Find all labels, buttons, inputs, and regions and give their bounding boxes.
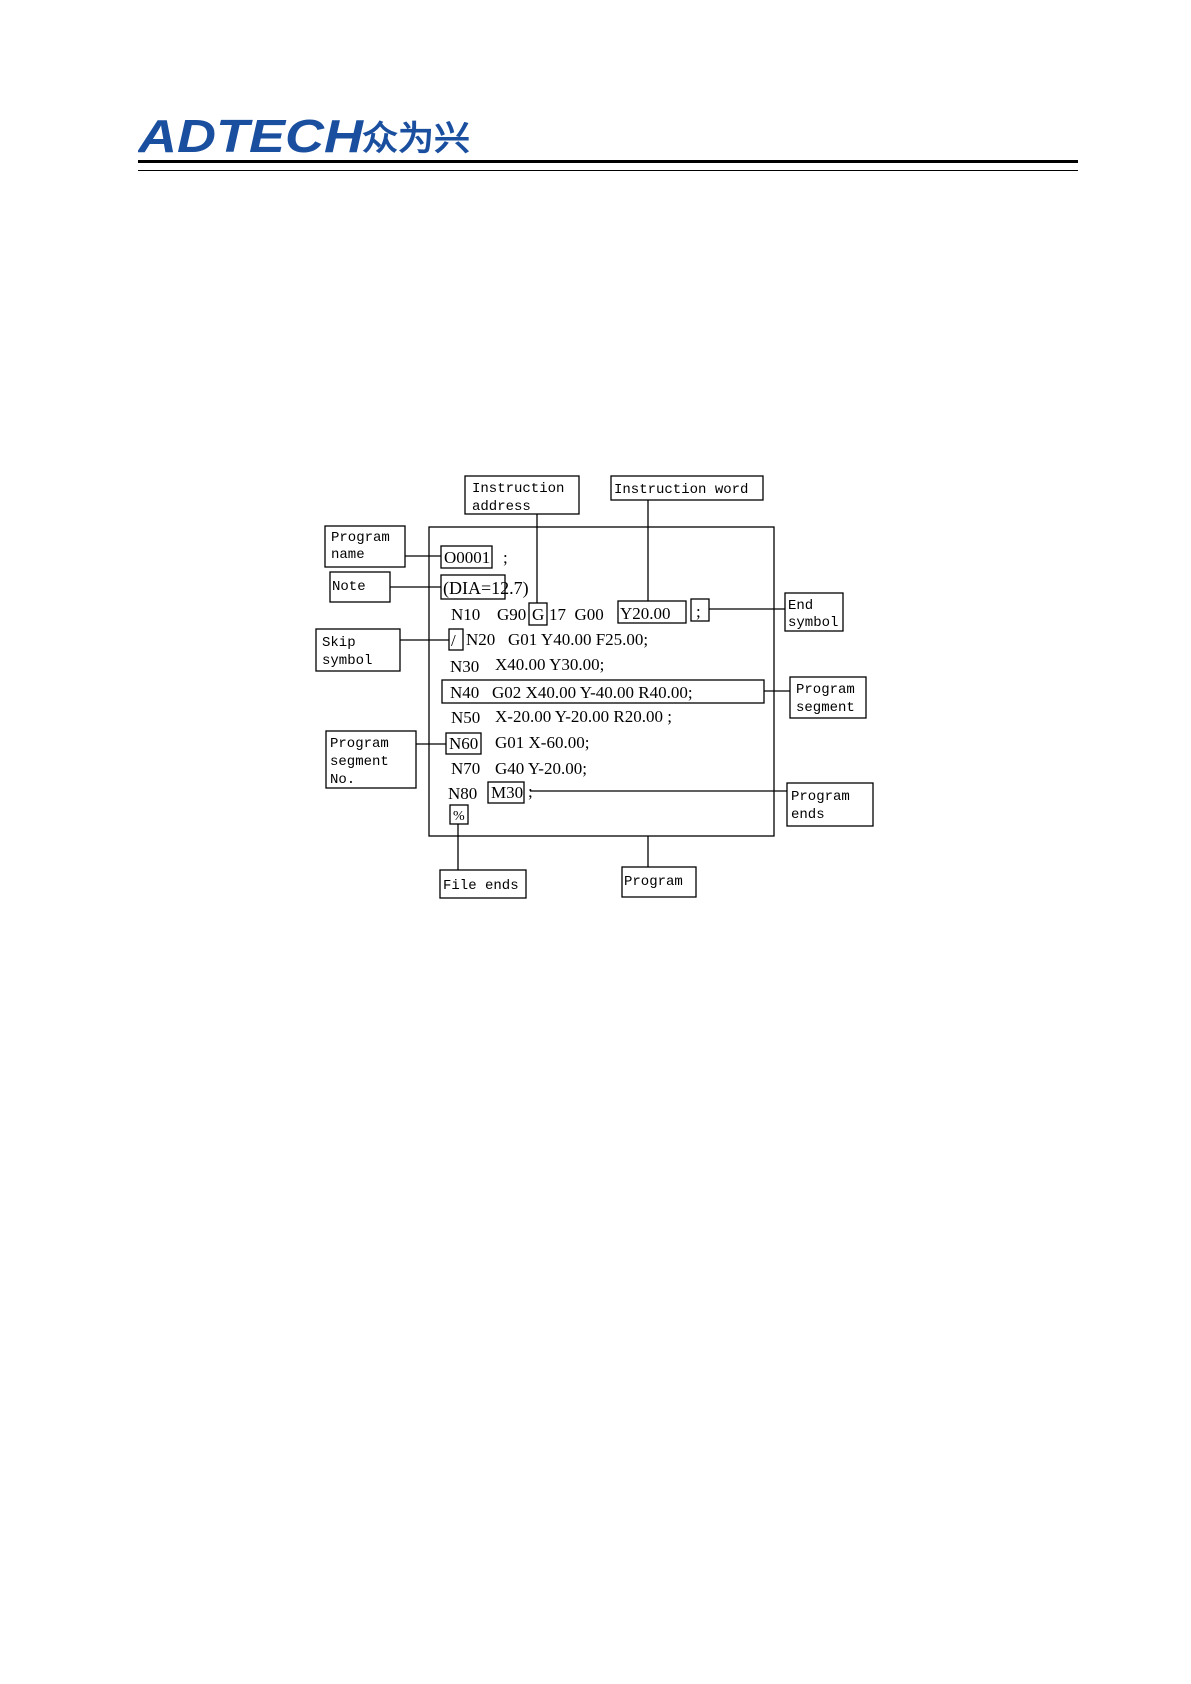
label-program-ends-2: ends: [791, 807, 825, 823]
logo-cjk-text: 众为兴: [362, 119, 470, 158]
code-line3-end: ;: [696, 602, 701, 621]
label-instruction-address-2: address: [472, 499, 531, 515]
code-line4: N20 G01 Y40.00 F25.00;: [466, 630, 648, 649]
m30-highlight: [487, 781, 525, 804]
code-program-name: O0001: [444, 548, 490, 567]
code-n70: N70: [451, 759, 480, 778]
program-segment-box: [789, 676, 867, 719]
label-end-symbol-1: End: [788, 598, 813, 614]
header-rule-thin: [138, 170, 1078, 171]
program-ends-box: [786, 782, 874, 827]
label-note: Note: [332, 579, 366, 595]
code-n60: N60: [449, 734, 478, 753]
file-ends-box: [439, 869, 527, 899]
label-program-ends-1: Program: [791, 789, 850, 805]
code-line8: G01 X-60.00;: [495, 733, 589, 752]
code-g90: G90: [497, 605, 526, 624]
code-line9: G40 Y-20.00;: [495, 759, 587, 778]
code-program-segment: N40 G02 X40.00 Y-40.00 R40.00;: [450, 683, 693, 702]
header-rule-thick: [138, 160, 1078, 163]
code-line7: X-20.00 Y-20.00 R20.00 ;: [495, 707, 672, 726]
code-n50: N50: [451, 708, 480, 727]
code-n30: N30: [450, 657, 479, 676]
label-program-segment-2: segment: [796, 700, 855, 716]
instruction-word-box: [610, 475, 764, 501]
instruction-word-highlight: [617, 600, 687, 624]
page-header: ADTECH 众为兴: [0, 0, 1191, 180]
code-m30: M30: [491, 783, 523, 802]
code-note: (DIA=12.7): [443, 578, 529, 599]
skip-symbol-box: [315, 628, 401, 672]
label-skip-symbol-2: symbol: [322, 653, 372, 669]
logo-text: ADTECH: [138, 112, 364, 158]
label-instruction-word: Instruction word: [614, 482, 748, 498]
code-file-end: %: [453, 809, 465, 824]
label-instruction-address-1: Instruction: [472, 481, 564, 497]
program-name-highlight: [440, 545, 493, 569]
program-frame: [428, 526, 775, 837]
label-program: Program: [624, 874, 683, 890]
label-segment-no-2: segment: [330, 754, 389, 770]
code-n80: N80: [448, 784, 477, 803]
file-end-highlight: [449, 804, 469, 825]
label-skip-symbol-1: Skip: [322, 635, 356, 651]
adtech-logo: ADTECH 众为兴: [138, 112, 470, 158]
label-program-segment-1: Program: [796, 682, 855, 698]
label-end-symbol-2: symbol: [788, 615, 838, 631]
code-y20: Y20.00: [620, 604, 671, 623]
code-line10-end: ;: [528, 782, 533, 801]
code-line5: X40.00 Y30.00;: [495, 655, 604, 674]
label-segment-no-1: Program: [330, 736, 389, 752]
program-box: [621, 866, 697, 898]
end-symbol-highlight: [690, 598, 710, 622]
program-name-box: [324, 525, 406, 568]
code-line1-end: ;: [503, 548, 508, 567]
instruction-address-highlight: [528, 602, 548, 626]
code-g: G: [532, 605, 544, 624]
code-skip: /: [451, 631, 456, 650]
label-file-ends: File ends: [443, 878, 519, 894]
code-line3-rest: 17 G00: [549, 605, 604, 624]
instruction-address-box: [464, 475, 580, 515]
label-program-name-2: name: [331, 547, 365, 563]
label-program-name-1: Program: [331, 530, 390, 546]
label-segment-no-3: No.: [330, 772, 355, 788]
end-symbol-box: [784, 592, 844, 632]
program-segment-no-box: [325, 730, 417, 789]
code-n10: N10: [451, 605, 480, 624]
